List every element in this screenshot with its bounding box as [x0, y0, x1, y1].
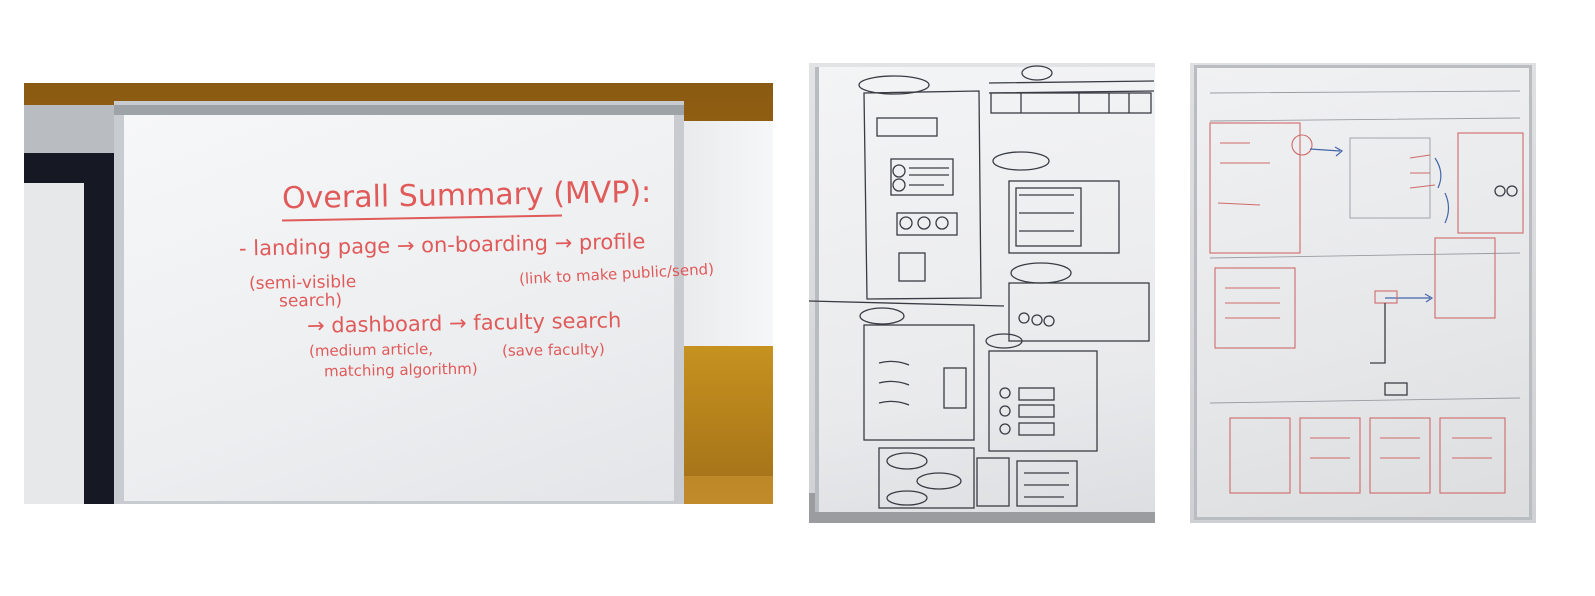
- wall-panel: [680, 121, 773, 346]
- flow-whiteboard-photo: [1190, 63, 1536, 523]
- summary-title: Overall Summary (MVP):: [281, 174, 652, 217]
- summary-whiteboard-photo: Overall Summary (MVP): - landing page → …: [24, 83, 773, 504]
- wall-panel-yellow: [680, 346, 773, 476]
- flow-note-2a: (medium article,: [308, 339, 434, 361]
- flow-note-faculty: (save faculty): [501, 340, 605, 360]
- whiteboard: [815, 67, 1155, 512]
- wireframe-whiteboard-photo: [809, 63, 1155, 523]
- flow-note-2b: matching algorithm): [323, 359, 478, 381]
- left-white-panel: [24, 183, 84, 504]
- whiteboard: [1194, 65, 1532, 520]
- wireframe-sketch-drawing: [809, 65, 1155, 509]
- whiteboard-top-rail: [114, 105, 684, 115]
- flow-note-1b: search): [278, 290, 343, 312]
- flow-sketch-drawing: [1209, 90, 1524, 494]
- whiteboard: [114, 101, 684, 504]
